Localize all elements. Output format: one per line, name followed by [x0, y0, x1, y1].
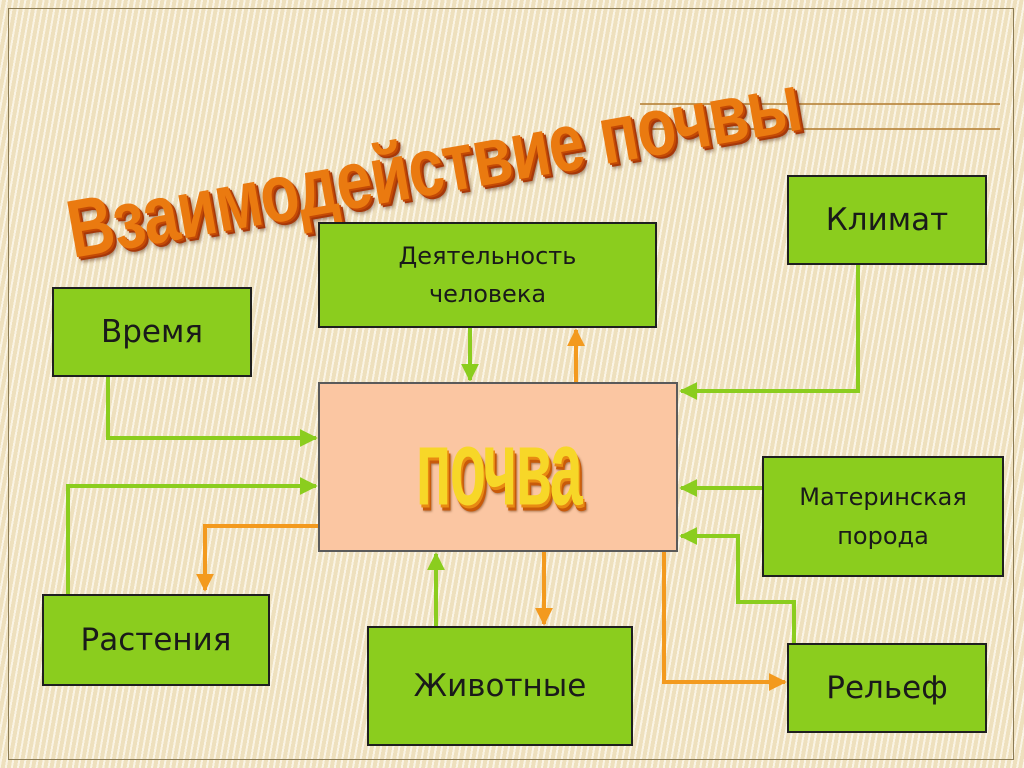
arrow-vremya-to-soil	[106, 376, 318, 447]
box-deyatelnost-cheloveka: Деятельность человека	[318, 222, 657, 328]
box-relef: Рельеф	[787, 643, 987, 733]
box-rasteniya: Растения	[42, 594, 270, 686]
box-klimat: Климат	[787, 175, 987, 265]
box-zhivotnye: Животные	[367, 626, 633, 746]
decorative-line	[640, 103, 1000, 105]
box-materinskaya-poroda: Материнская порода	[762, 456, 1004, 577]
decorative-line	[640, 128, 1000, 130]
box-vremya: Время	[52, 287, 252, 377]
arrow-rasteniya-to-soil	[66, 477, 318, 594]
arrow-soil-to-relef	[662, 552, 787, 691]
center-label: почва	[415, 406, 582, 528]
box-pochva-center: почва	[318, 382, 678, 552]
arrow-relef-to-soil	[679, 527, 796, 643]
arrow-soil-to-rasteniya	[196, 524, 318, 592]
arrow-klimat-to-soil	[679, 264, 860, 400]
